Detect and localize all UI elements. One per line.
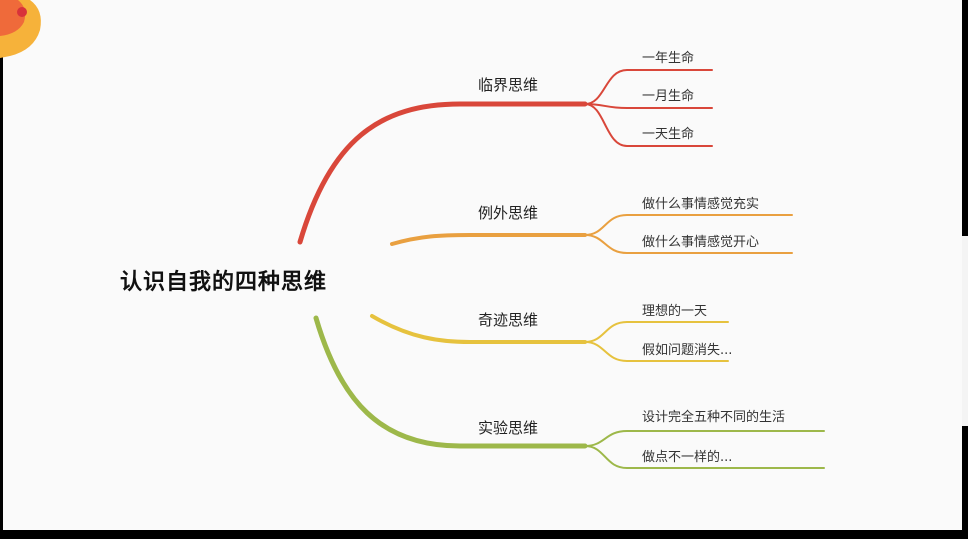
connector-critical	[297, 101, 588, 245]
leaf-ideal-day: 理想的一天	[642, 304, 708, 319]
leaf-do-different: 做点不一样的...	[642, 450, 733, 465]
connector-exception	[390, 233, 587, 246]
leaf-connector-exception-0	[584, 214, 793, 236]
leaf-connector-exception-1	[584, 234, 793, 254]
leaf-connector-experiment-0	[584, 430, 825, 447]
branch-label-exception: 例外思维	[478, 204, 539, 222]
connector-miracle	[370, 314, 587, 344]
leaf-one-day: 一天生命	[642, 127, 695, 142]
branch-label-experiment: 实验思维	[478, 419, 539, 437]
leaf-five-lives: 设计完全五种不同的生活	[642, 410, 786, 425]
leaf-connector-critical-0	[584, 69, 713, 105]
screen-edge-bottom	[0, 530, 968, 539]
root-node-title: 认识自我的四种思维	[120, 270, 328, 295]
leaf-one-month: 一月生命	[642, 89, 695, 104]
branch-label-critical: 临界思维	[478, 76, 539, 94]
leaf-connector-critical-1	[584, 103, 713, 109]
leaf-connector-miracle-0	[584, 321, 729, 343]
connector-experiment	[313, 315, 588, 449]
branch-label-miracle: 奇迹思维	[478, 311, 539, 329]
corner-decoration-graphic	[0, 0, 41, 58]
slide-background	[3, 0, 965, 530]
leaf-connector-miracle-1	[584, 341, 729, 362]
leaf-connector-critical-2	[584, 103, 713, 147]
leaf-problem-gone: 假如问题消失...	[642, 343, 733, 358]
screen-edge-right-light	[962, 236, 968, 426]
leaf-feel-fulfilled: 做什么事情感觉充实	[642, 197, 760, 212]
leaf-feel-happy: 做什么事情感觉开心	[642, 235, 760, 250]
leaf-one-year: 一年生命	[642, 51, 695, 66]
leaf-connector-experiment-1	[584, 445, 825, 469]
